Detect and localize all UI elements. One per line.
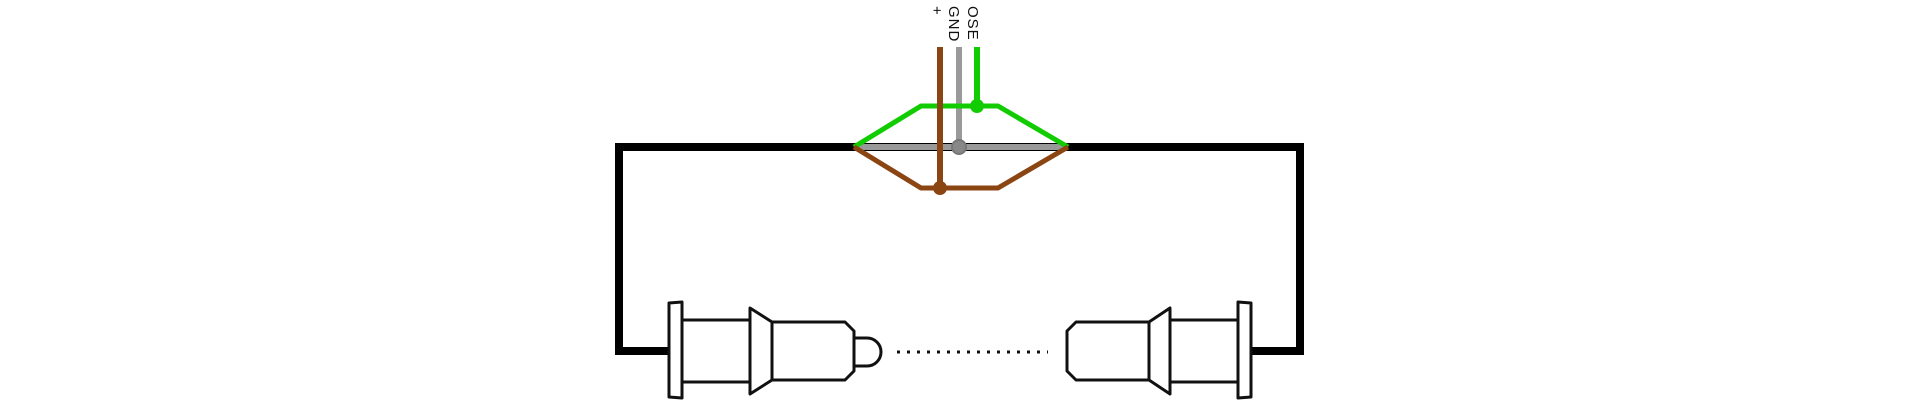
positive-wire xyxy=(852,47,1070,195)
right-connector-flange xyxy=(1236,300,1253,400)
positive-junction xyxy=(933,181,947,195)
signal-wire xyxy=(852,47,1070,150)
left-connector-pin xyxy=(852,336,883,368)
right-connector-body xyxy=(1065,320,1151,382)
ground-wire xyxy=(854,47,1068,155)
right-connector-collar xyxy=(1168,318,1240,384)
right-connector-taper xyxy=(1147,306,1172,396)
positive-label: + xyxy=(928,6,945,16)
ground-label: GND xyxy=(945,6,962,42)
left-connector-collar xyxy=(680,318,752,384)
left-connector-body xyxy=(770,320,856,382)
signal-label: OSE xyxy=(964,6,981,41)
left-connector-flange xyxy=(667,300,684,400)
ground-junction xyxy=(951,139,967,155)
left-connector xyxy=(667,300,883,400)
signal-junction xyxy=(970,99,984,113)
right-connector xyxy=(1065,300,1253,400)
left-connector-taper xyxy=(748,306,774,396)
